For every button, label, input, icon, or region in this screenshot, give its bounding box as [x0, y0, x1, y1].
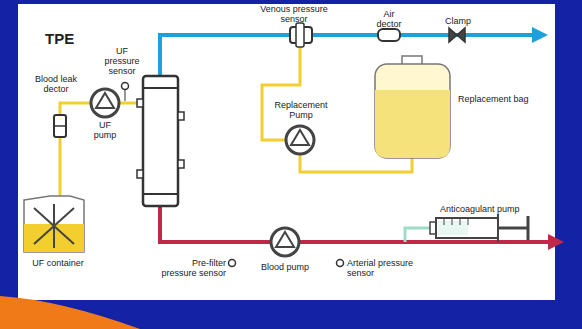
blood-leak-detector-symbol	[54, 115, 66, 137]
replacement-line	[262, 42, 300, 140]
anticoagulant-line	[405, 228, 430, 242]
replacement-pump-symbol	[286, 126, 314, 154]
prefilter-sensor-symbol	[229, 260, 236, 267]
clamp-symbol	[449, 28, 465, 42]
uf-pressure-sensor-symbol	[122, 83, 129, 90]
sensor-stem	[125, 90, 126, 101]
part-label: UF pressure sensor	[100, 46, 144, 76]
part-label: UF container	[30, 258, 86, 268]
arterial-arrow	[546, 240, 556, 244]
part-label: Anticoagulant pump	[440, 204, 550, 214]
air-detector-symbol	[378, 29, 400, 41]
part-label: UF pump	[90, 120, 120, 140]
part-label: Blood pump	[258, 262, 312, 272]
blood-pump-symbol	[271, 228, 299, 256]
part-label: Replacement bag	[458, 94, 530, 104]
replacement-bag-symbol	[375, 56, 450, 158]
part-label: Pre-filter pressure sensor	[158, 258, 226, 278]
part-label: Venous pressure sensor	[256, 4, 332, 24]
uf-pump-symbol	[91, 89, 119, 117]
anticoagulant-syringe-symbol	[430, 214, 528, 242]
arterial-sensor-symbol	[337, 260, 344, 267]
uf-container-symbol	[24, 196, 84, 252]
orange-swoosh	[0, 296, 140, 329]
filter-symbol	[137, 76, 184, 206]
part-label: Replacement Pump	[266, 100, 336, 120]
part-label: Clamp	[436, 16, 480, 26]
venous-sensor-symbol	[290, 23, 312, 47]
diagram-title: TPE	[45, 30, 74, 47]
part-label: Air dector	[370, 9, 408, 29]
part-label: Arterial pressure sensor	[347, 258, 423, 278]
venous-line	[160, 35, 540, 76]
white-panel	[18, 4, 555, 300]
part-label: Blood leak dector	[28, 74, 84, 94]
